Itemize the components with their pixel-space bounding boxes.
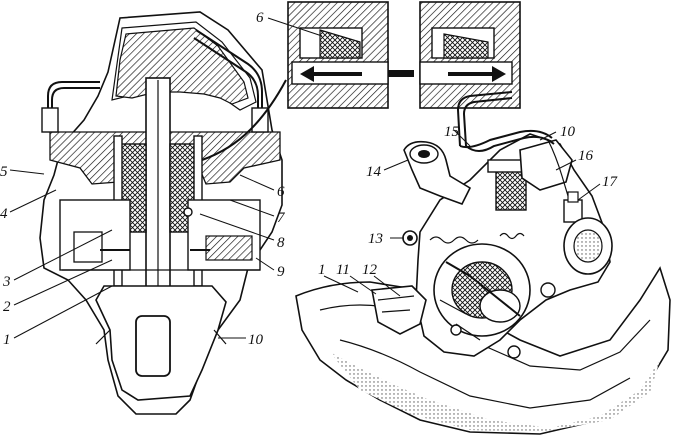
callout-labels: 1 2 3 4 5 6 7 8 9 10 6 1 11 12 13 14 15 …	[0, 10, 619, 348]
label-6-left: 6	[277, 184, 285, 200]
label-1-right: 1	[318, 262, 326, 278]
label-11: 11	[336, 262, 350, 278]
label-16: 16	[578, 148, 594, 164]
pad-wear-inset	[287, 1, 521, 147]
label-10-left: 10	[248, 332, 264, 348]
brake-assembly-view	[295, 129, 671, 435]
label-17: 17	[602, 174, 619, 190]
label-7: 7	[277, 210, 286, 226]
label-5: 5	[0, 164, 8, 180]
label-14: 14	[366, 164, 382, 180]
label-4: 4	[0, 206, 8, 222]
leader-lines	[9, 17, 601, 339]
label-13: 13	[368, 231, 383, 247]
label-8: 8	[277, 235, 285, 251]
label-2: 2	[3, 299, 11, 315]
label-9: 9	[277, 264, 285, 280]
disc-shading	[330, 352, 660, 432]
brake-line-right	[195, 29, 263, 128]
arrow-right-icon	[448, 66, 506, 82]
brake-line-left	[47, 81, 100, 130]
label-12: 12	[362, 262, 378, 278]
arrow-left-icon	[300, 66, 362, 82]
caliper-section-view	[39, 11, 287, 415]
mounting-slot	[135, 315, 171, 377]
label-6-inset: 6	[256, 10, 264, 26]
label-3: 3	[2, 274, 11, 290]
label-15: 15	[444, 124, 460, 140]
label-1-left: 1	[3, 332, 11, 348]
label-10-right: 10	[560, 124, 576, 140]
